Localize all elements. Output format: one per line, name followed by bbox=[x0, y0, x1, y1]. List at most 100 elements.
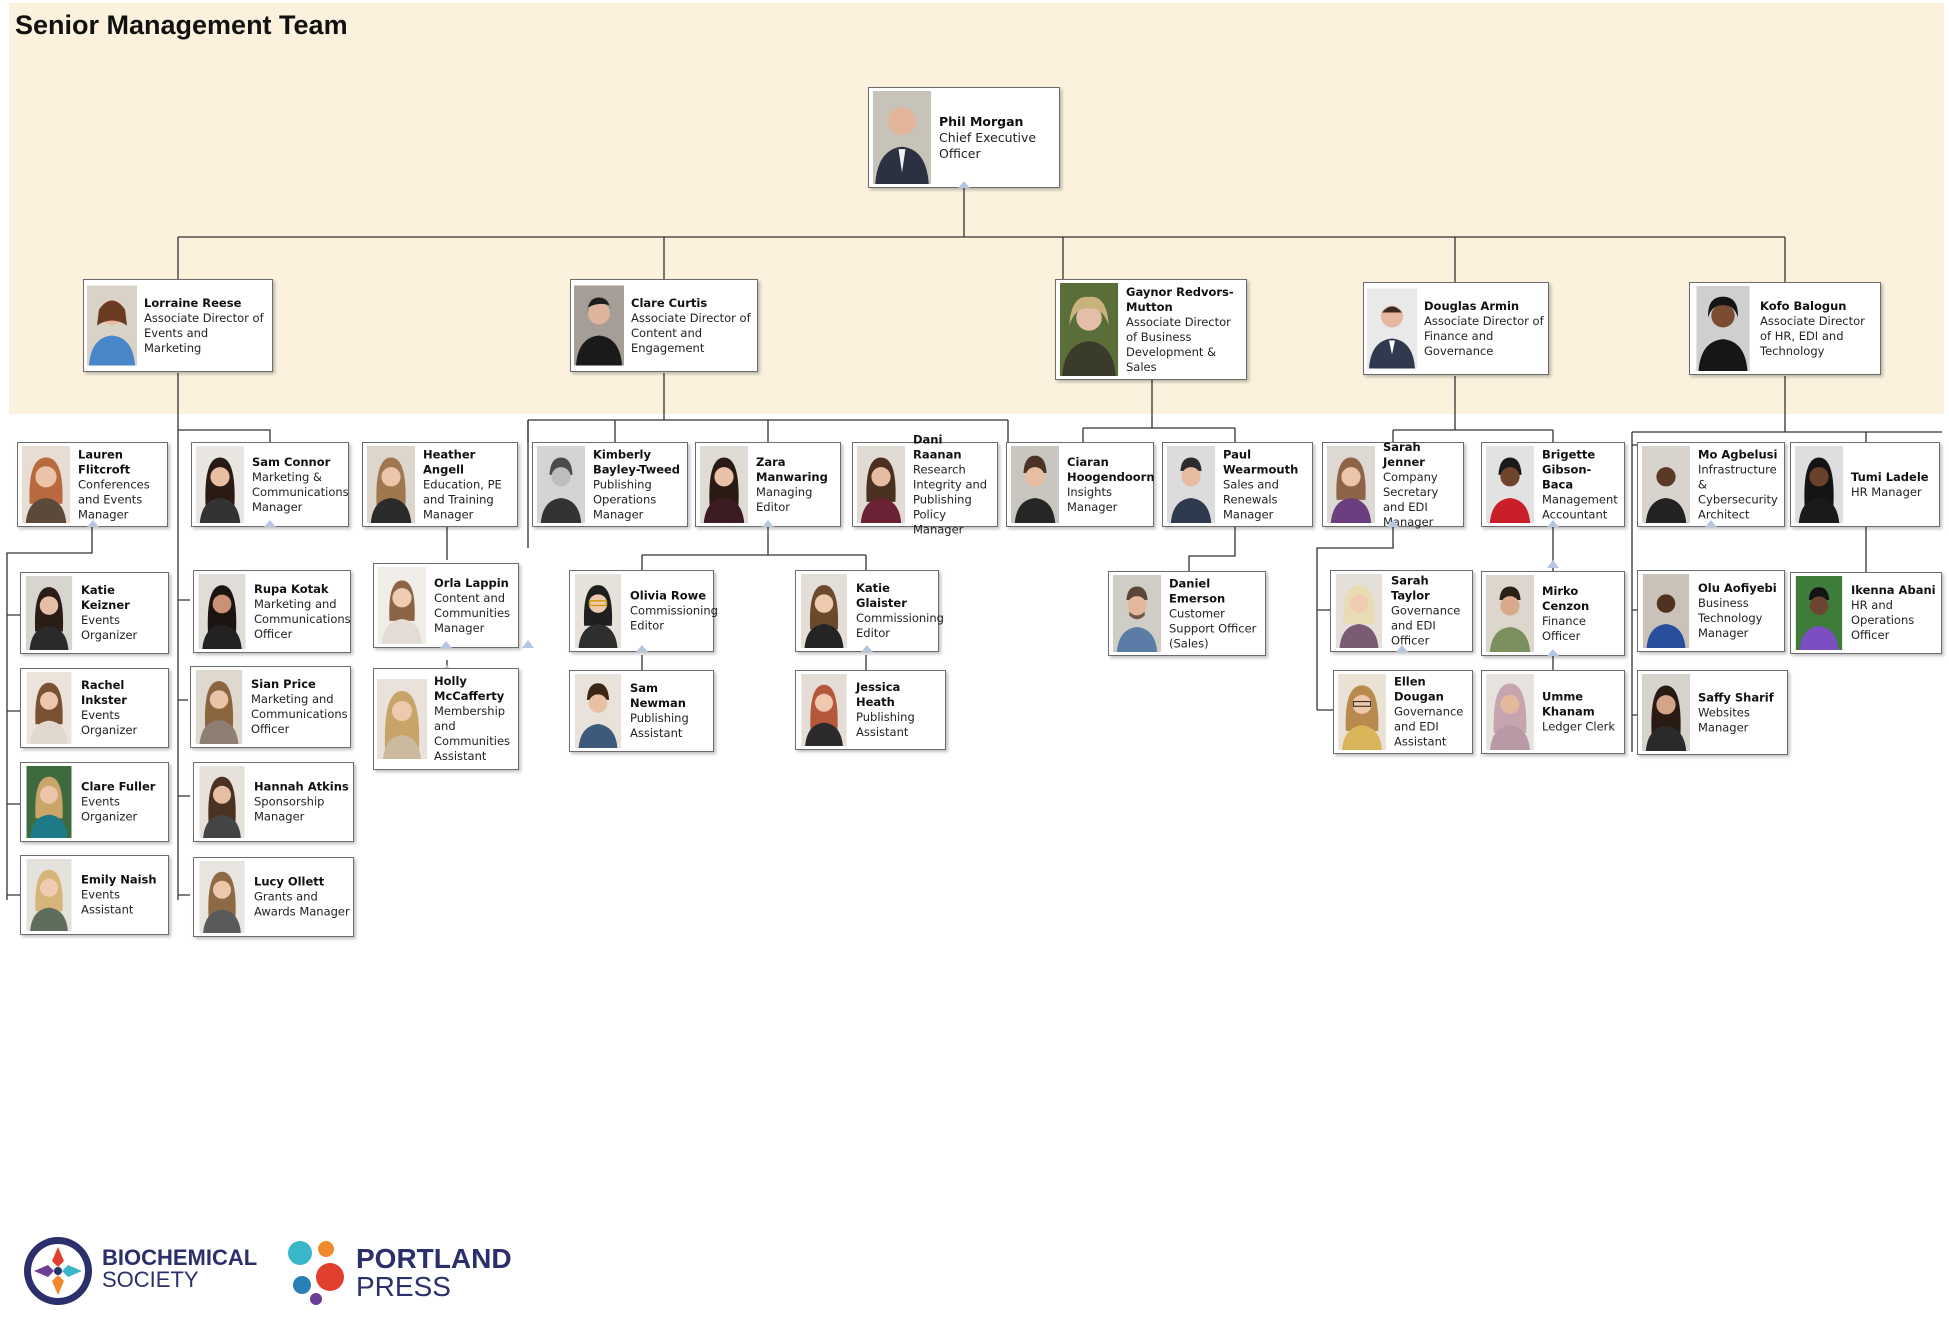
person-role: Associate Director of Business Developme… bbox=[1126, 314, 1231, 374]
person-name: Jessica Heath bbox=[856, 680, 901, 709]
person-role: Managing Editor bbox=[756, 484, 813, 514]
person-name: Brigette Gibson-Baca bbox=[1542, 447, 1596, 491]
person-photo bbox=[536, 446, 586, 523]
collapse-toggle-icon[interactable] bbox=[1395, 645, 1408, 652]
collapse-toggle-icon[interactable] bbox=[762, 520, 774, 527]
person-role: Membership and Communities Assistant bbox=[434, 704, 511, 763]
person-name: Heather Angell bbox=[423, 447, 476, 476]
person-name: Kimberly Bayley-Tweed bbox=[593, 447, 681, 476]
person-photo bbox=[195, 446, 245, 523]
logo2-line2: PRESS bbox=[356, 1271, 451, 1302]
person-role: Business Technology Manager bbox=[1698, 596, 1763, 640]
person-role: Commissioning Editor bbox=[856, 611, 944, 640]
person-name: Rupa Kotak bbox=[254, 581, 329, 596]
person-role: HR and Operations Officer bbox=[1851, 598, 1915, 642]
collapse-toggle-icon[interactable] bbox=[440, 641, 452, 648]
person-role: Events Organizer bbox=[81, 794, 138, 824]
person-photo bbox=[872, 91, 932, 184]
portland-press-name: PORTLAND PRESS bbox=[356, 1245, 512, 1301]
person-role: HR Manager bbox=[1851, 484, 1922, 499]
collapse-toggle-icon[interactable] bbox=[86, 520, 99, 527]
collapse-toggle-icon[interactable] bbox=[264, 520, 276, 527]
person-name: Paul Wearmouth bbox=[1223, 447, 1299, 476]
person-photo bbox=[24, 576, 74, 650]
person-role: Sponsorship Manager bbox=[254, 794, 325, 824]
collapse-toggle-icon[interactable] bbox=[1547, 649, 1559, 656]
person-name: Mirko Cenzon bbox=[1542, 583, 1590, 613]
logo2-line1: PORTLAND bbox=[356, 1243, 512, 1274]
person-role: Associate Director of Content and Engage… bbox=[631, 310, 751, 355]
collapse-toggle-icon[interactable] bbox=[958, 181, 970, 188]
person-photo bbox=[1326, 446, 1376, 523]
person-name: Daniel Emerson bbox=[1169, 576, 1226, 605]
person-role: Sales and Renewals Manager bbox=[1223, 477, 1279, 521]
person-role: Commissioning Editor bbox=[630, 603, 718, 633]
person-role: Insights Manager bbox=[1067, 484, 1118, 514]
person-role: Events Organizer bbox=[81, 708, 138, 737]
person-photo bbox=[573, 574, 623, 648]
person-photo bbox=[1059, 283, 1119, 376]
collapse-toggle-icon[interactable] bbox=[861, 645, 873, 652]
person-role: Chief Executive Officer bbox=[939, 129, 1037, 161]
person-role: Websites Manager bbox=[1698, 705, 1750, 734]
person-role: Marketing & Communications Manager bbox=[252, 469, 349, 514]
person-photo bbox=[1641, 446, 1691, 523]
collapse-toggle-icon[interactable] bbox=[635, 645, 648, 652]
person-role: Infrastructure & Cybersecurity Architect bbox=[1698, 462, 1778, 521]
person-role: Publishing Assistant bbox=[856, 710, 915, 739]
person-role: Ledger Clerk bbox=[1542, 719, 1616, 734]
person-name: Lauren Flitcroft bbox=[78, 447, 131, 476]
collapse-toggle-icon[interactable] bbox=[1705, 520, 1717, 527]
person-name: Sian Price bbox=[251, 677, 316, 691]
person-name: Kofo Balogun bbox=[1760, 298, 1847, 313]
person-role: Management Accountant bbox=[1542, 492, 1618, 521]
collapse-toggle-icon[interactable] bbox=[1547, 520, 1559, 527]
person-role: Customer Support Officer (Sales) bbox=[1169, 606, 1257, 650]
person-photo bbox=[1367, 286, 1417, 371]
collapse-toggle-icon[interactable] bbox=[1387, 520, 1399, 527]
person-name: Sarah Taylor bbox=[1391, 573, 1430, 603]
person-name: Olu Aofiyebi bbox=[1698, 581, 1777, 595]
person-photo bbox=[1166, 446, 1216, 523]
